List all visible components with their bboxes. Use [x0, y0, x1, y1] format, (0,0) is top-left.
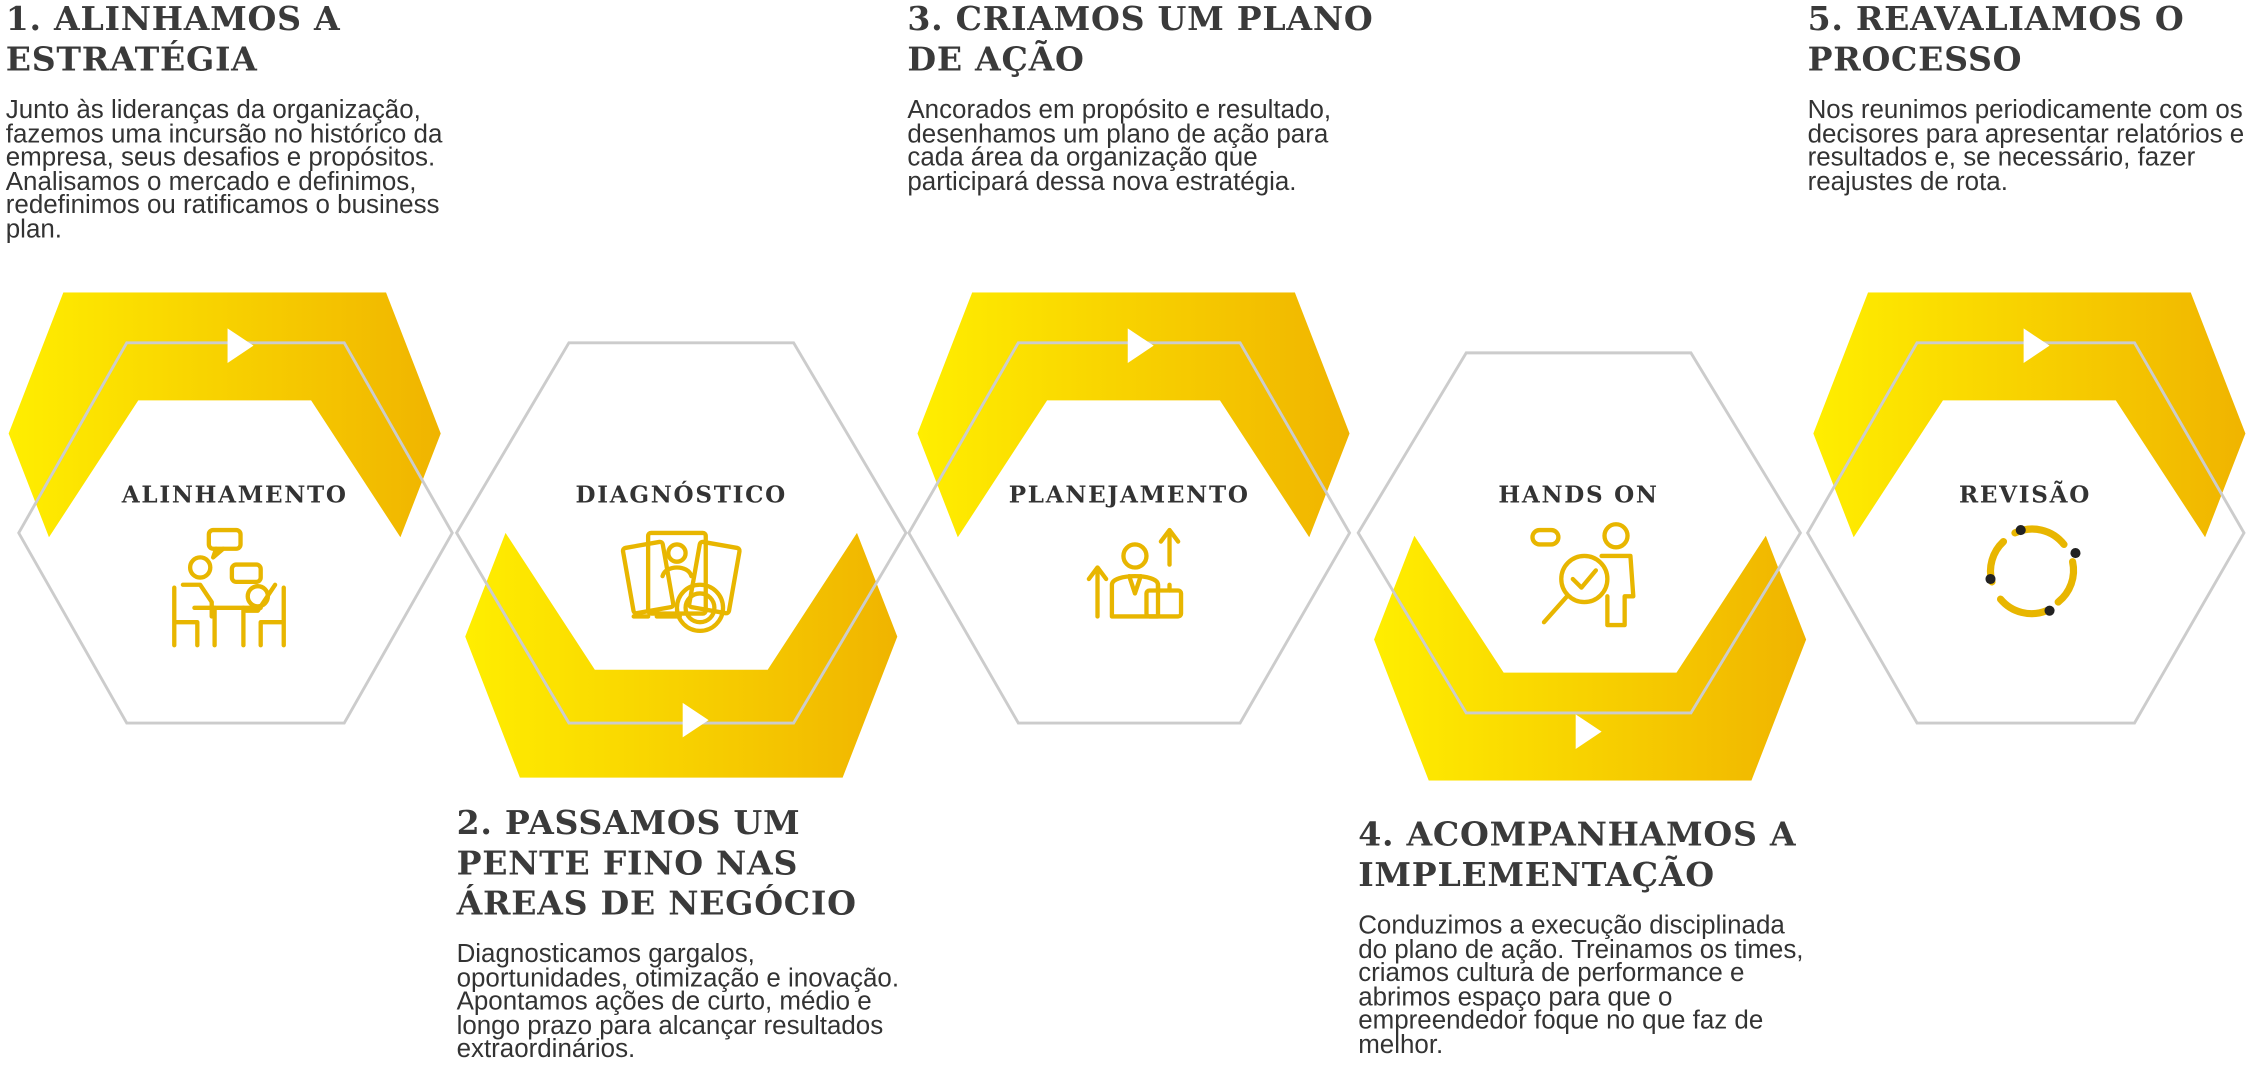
step-5-description: Nos reunimos periodicamente com os decis… [1807, 95, 2245, 196]
businessman-growth-icon [1086, 527, 1184, 619]
step-2-title: 2. PASSAMOS UM PENTE FINO NAS ÁREAS DE N… [457, 804, 857, 925]
step-4-description: Conduzimos a execução disciplinada do pl… [1358, 910, 1804, 1058]
step-1-title: 1. ALINHAMOS A ESTRATÉGIA [6, 0, 341, 81]
arrow-right-icon [1575, 714, 1602, 749]
hex-label-hands-on: HANDS ON [1498, 481, 1659, 509]
step-3-title: 3. CRIAMOS UM PLANO DE AÇÃO [907, 0, 1373, 81]
meeting-icon [172, 527, 286, 648]
step-1-description: Junto às lideranças da organização, faze… [5, 95, 443, 243]
step-1-title-line-2: ESTRATÉGIA [5, 40, 258, 80]
step-3-description: Ancorados em propósito e resultado, dese… [907, 95, 1332, 196]
hexagon-outline-1 [17, 341, 454, 725]
step-2-title-line-3: ÁREAS DE NEGÓCIO [456, 884, 857, 924]
step-2-title-line-1: 2. PASSAMOS UM [456, 803, 801, 843]
hex-label-diagnostico: DIAGNÓSTICO [575, 481, 787, 509]
arrow-right-icon [1127, 328, 1154, 363]
band-4 [1374, 535, 1807, 781]
step-4-title-line-2: IMPLEMENTAÇÃO [1358, 855, 1715, 895]
arrow-right-icon [682, 702, 709, 738]
hexagon-outline-5 [1805, 341, 2246, 725]
step-1-title-line-1: 1. ALINHAMOS A [5, 0, 341, 39]
hexagon-outline-3 [907, 341, 1352, 725]
arrow-right-icon [227, 328, 254, 363]
step-2-description: Diagnosticamos gargalos, oportunidades, … [456, 939, 900, 1063]
step-4-title: 4. ACOMPANHAMOS A IMPLEMENTAÇÃO [1358, 815, 1796, 896]
hex-label-revisao: REVISÃO [1959, 481, 2092, 509]
step-5-title-line-2: PROCESSO [1807, 40, 2023, 80]
step-2-title-line-2: PENTE FINO NAS [456, 844, 799, 883]
magnifier-documents-icon [620, 530, 742, 634]
step-3-title-line-2: DE AÇÃO [907, 40, 1085, 80]
cycle-arrows-icon [1985, 524, 2081, 618]
hexagon-outline-4 [1356, 351, 1803, 715]
step-5-title: 5. REAVALIAMOS O PROCESSO [1808, 0, 2185, 81]
hex-label-alinhamento: ALINHAMENTO [121, 481, 348, 509]
person-magnifier-icon [1530, 522, 1636, 628]
step-3-title-line-1: 3. CRIAMOS UM PLANO [907, 0, 1374, 39]
step-4-title-line-1: 4. ACOMPANHAMOS A [1358, 815, 1797, 855]
hexagon-outline-2 [454, 341, 908, 725]
hex-label-planejamento: PLANEJAMENTO [1008, 481, 1250, 509]
arrow-right-icon [2023, 328, 2050, 363]
step-5-title-line-1: 5. REAVALIAMOS O [1807, 0, 2185, 39]
